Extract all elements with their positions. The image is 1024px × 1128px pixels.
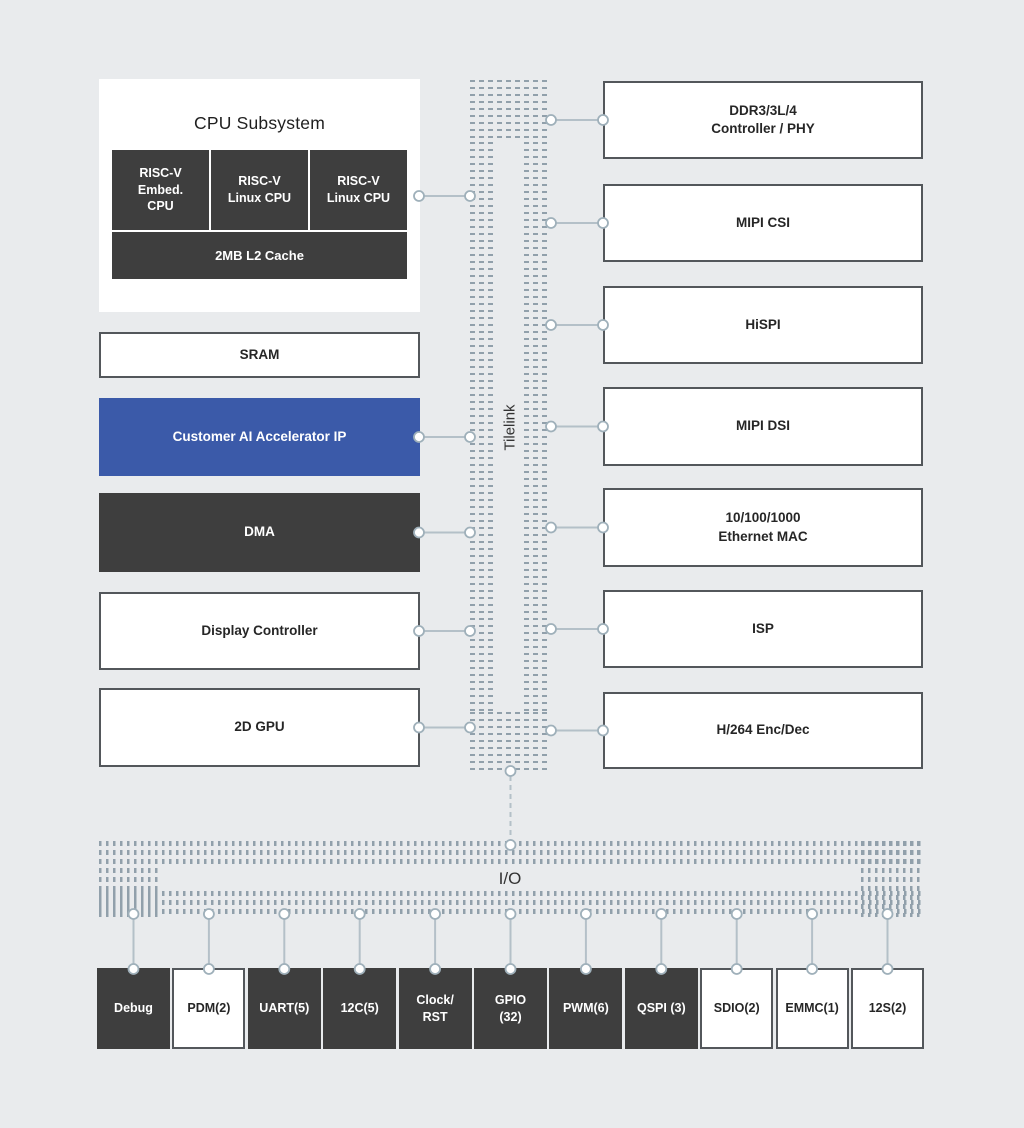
block-mipi-csi: MIPI CSI bbox=[603, 184, 923, 262]
l2-cache-block: 2MB L2 Cache bbox=[112, 232, 407, 279]
block-dma: DMA bbox=[99, 493, 420, 572]
cpu-core-1: RISC-V Embed. CPU bbox=[112, 150, 209, 230]
block-sdio-2: SDIO(2) bbox=[700, 968, 774, 1049]
block-2d-gpu: 2D GPU bbox=[99, 688, 420, 767]
block-12s-2: 12S(2) bbox=[851, 968, 924, 1049]
block-uart-5: UART(5) bbox=[247, 968, 321, 1049]
cpu-subsystem-title: CPU Subsystem bbox=[194, 113, 325, 133]
block-pdm-2: PDM(2) bbox=[172, 968, 246, 1049]
block-isp: ISP bbox=[603, 590, 923, 668]
block-gpio-32: GPIO (32) bbox=[474, 968, 547, 1049]
block-debug: Debug bbox=[97, 968, 170, 1049]
io-bus-label: I/O bbox=[498, 869, 522, 888]
cpu-core-3: RISC-V Linux CPU bbox=[310, 150, 407, 230]
block-ddr3-3l-4-controller-phy: DDR3/3L/4 Controller / PHY bbox=[603, 81, 923, 159]
block-10-100-1000-ethernet-mac: 10/100/1000 Ethernet MAC bbox=[603, 488, 923, 567]
tilelink-bus-label: Tilelink bbox=[502, 403, 519, 451]
block-clock-rst: Clock/ RST bbox=[398, 968, 472, 1049]
io-bus-right-cap bbox=[861, 841, 921, 917]
block-display-controller: Display Controller bbox=[99, 592, 420, 670]
block-12c-5: 12C(5) bbox=[323, 968, 397, 1049]
tilelink-bus-top-cap bbox=[470, 80, 551, 142]
io-bus-left-cap bbox=[99, 841, 159, 917]
block-qspi-3: QSPI (3) bbox=[624, 968, 698, 1049]
block-emmc-1: EMMC(1) bbox=[775, 968, 849, 1049]
block-customer-ai-accelerator-ip: Customer AI Accelerator IP bbox=[99, 398, 420, 476]
io-bus: I/O bbox=[99, 841, 921, 917]
block-pwm-6: PWM(6) bbox=[549, 968, 623, 1049]
block-hispi: HiSPI bbox=[603, 286, 923, 364]
tilelink-bus-label-area: Tilelink bbox=[497, 142, 524, 712]
tilelink-bus: Tilelink bbox=[470, 80, 551, 770]
block-sram: SRAM bbox=[99, 332, 420, 378]
block-mipi-dsi: MIPI DSI bbox=[603, 387, 923, 466]
tilelink-bus-left-strip bbox=[470, 142, 497, 712]
block-h-264-enc-dec: H/264 Enc/Dec bbox=[603, 692, 923, 769]
tilelink-bus-right-strip bbox=[524, 142, 551, 712]
cpu-core-2: RISC-V Linux CPU bbox=[211, 150, 308, 230]
tilelink-bus-bottom-cap bbox=[470, 712, 551, 770]
